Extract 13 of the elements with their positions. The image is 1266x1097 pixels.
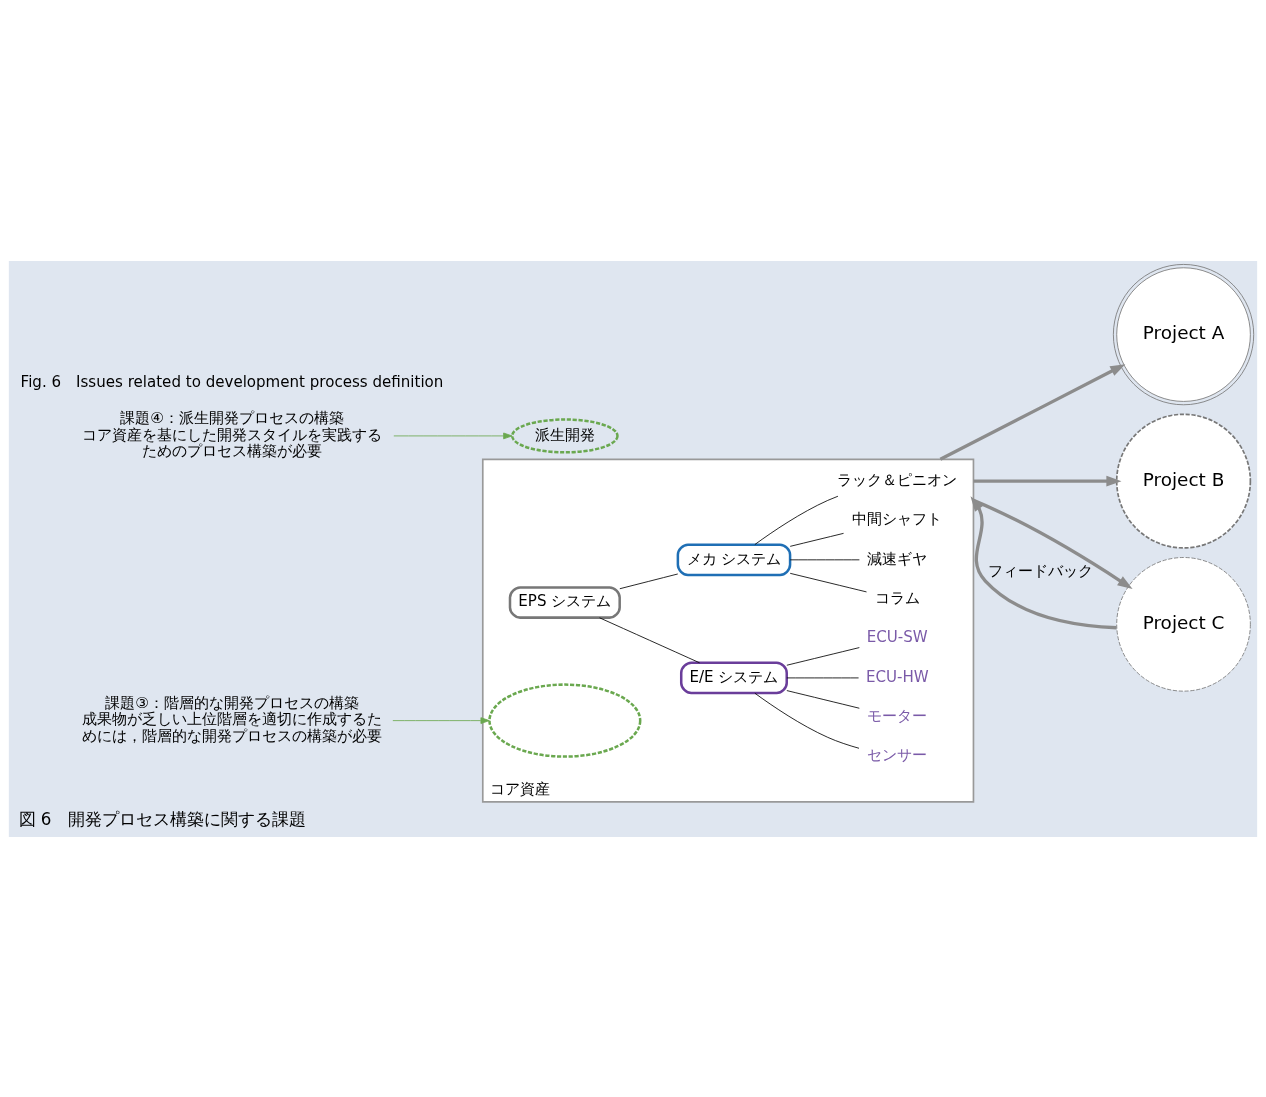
node-text: モーター bbox=[867, 706, 928, 725]
node-text: センサー bbox=[867, 745, 928, 764]
node-text: 中間シャフト bbox=[852, 509, 943, 528]
caption: 図 6 開発プロセス構築に関する課題 bbox=[18, 808, 307, 829]
node-text: 課題④：派生開発プロセスの構築 コア資産を基にした開発スタイルを実践するためのプロセス構築が必要 bbox=[82, 408, 382, 460]
node-text: 課題③：階層的な開発プロセスの構築 成果物が乏しい上位階層を適切に作成するためには，階層的な開発プロセスの構築が必要 bbox=[82, 693, 382, 745]
edge-label: フィードバック bbox=[987, 561, 1093, 580]
node-text: コラム bbox=[874, 588, 920, 607]
node-text: 減速ギヤ bbox=[867, 549, 928, 568]
label: Fig. 6 Issues related to development process definition bbox=[20, 372, 444, 391]
node-text: ラック＆ピニオン bbox=[837, 470, 958, 489]
node-text: ECU-SW bbox=[866, 627, 928, 646]
node-text: ECU-HW bbox=[865, 667, 929, 686]
